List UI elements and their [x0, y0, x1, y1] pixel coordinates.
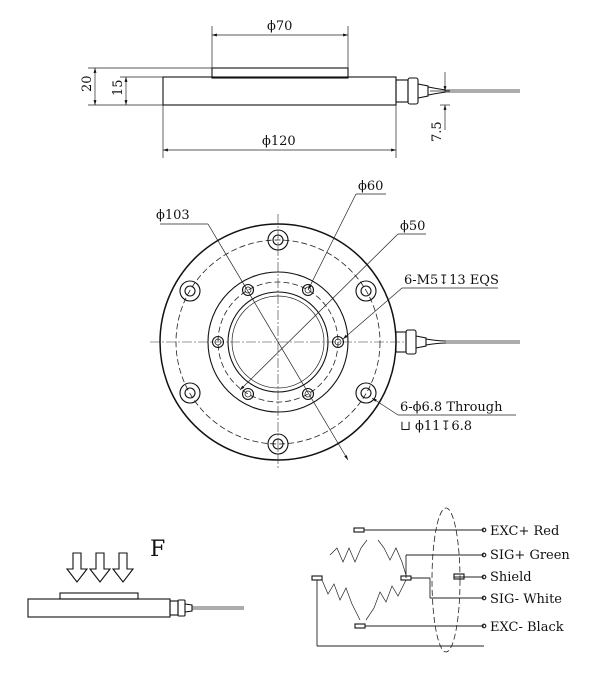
label-hole-note: 6-ϕ6.8 Through [400, 400, 503, 415]
counterbore-hole [179, 382, 201, 404]
counterbore-holes [179, 229, 377, 455]
wire-label-sig-plus: SIG+ Green [490, 548, 570, 563]
label-thread-note: 6-M5↧13 EQS [404, 273, 499, 288]
side-view-boss [211, 67, 349, 79]
load-view: F [27, 537, 244, 618]
dim-phi120: ϕ120 [262, 134, 296, 149]
label-phi60: ϕ60 [358, 179, 383, 194]
cable-shield-ellipse [431, 507, 461, 653]
force-arrows [65, 552, 135, 583]
dim-cable-height: 7.5 [430, 121, 445, 142]
wiring-diagram: EXC+ Red SIG+ Green Shield SIG- White EX… [311, 507, 570, 653]
down-arrow-icon [111, 552, 135, 583]
counterbore-hole [267, 433, 289, 455]
down-arrow-icon [65, 552, 89, 583]
wire-label-sig-minus: SIG- White [490, 592, 562, 607]
label-phi103: ϕ103 [156, 208, 190, 223]
side-view: ϕ70 ϕ120 20 15 7.5 [80, 19, 520, 158]
label-phi50: ϕ50 [400, 219, 425, 234]
side-view-cable-gland [395, 77, 520, 105]
threaded-hole [241, 387, 255, 401]
force-label: F [150, 537, 165, 562]
threaded-holes [211, 283, 345, 401]
threaded-hole [301, 387, 315, 401]
top-view: ϕ103 ϕ60 ϕ50 6-M5↧13 EQS 6-ϕ6.8 Through … [150, 179, 520, 470]
threaded-hole [211, 335, 225, 349]
side-view-body [162, 76, 397, 106]
wire-label-exc-minus: EXC- Black [490, 620, 564, 635]
counterbore-hole [179, 280, 201, 302]
dim-phi70: ϕ70 [267, 19, 292, 34]
dim-height-15: 15 [111, 79, 126, 96]
threaded-hole [241, 283, 255, 297]
counterbore-hole [355, 280, 377, 302]
counterbore-hole [267, 229, 289, 251]
wire-label-exc-plus: EXC+ Red [490, 524, 559, 539]
wire-label-shield: Shield [490, 570, 532, 585]
dim-height-20: 20 [80, 75, 95, 92]
counterbore-hole [355, 382, 377, 404]
label-counterbore-note: ⊔ ϕ11↧6.8 [400, 419, 472, 434]
threaded-hole [331, 335, 345, 349]
top-view-cable-gland [395, 329, 520, 355]
down-arrow-icon [88, 552, 112, 583]
